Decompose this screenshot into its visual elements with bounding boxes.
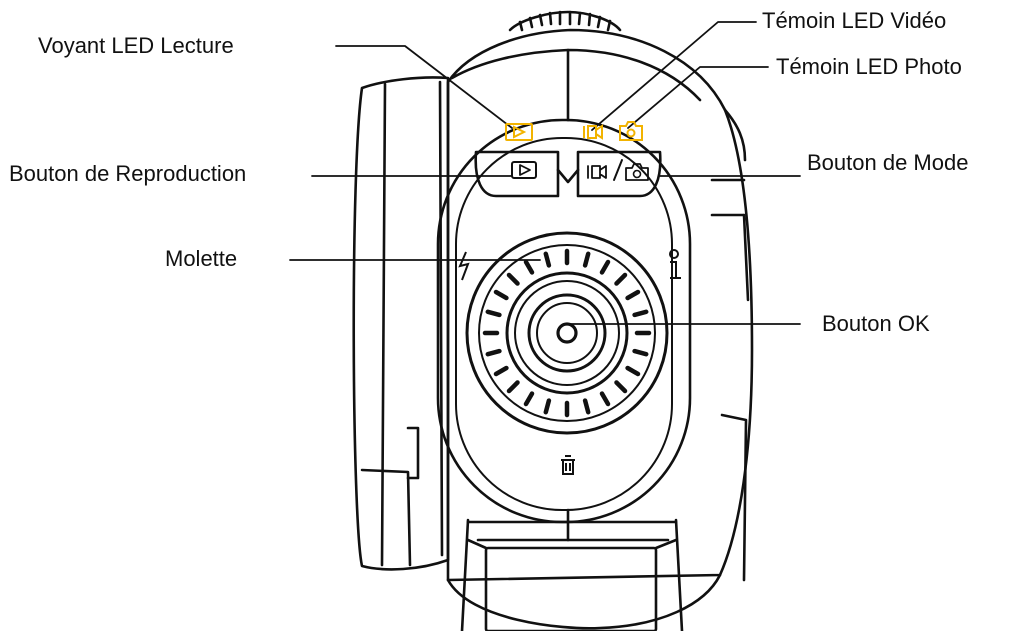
top-wheel — [508, 10, 622, 32]
dial-ring-outer — [465, 231, 669, 435]
camera-icon — [619, 121, 643, 141]
label-dial: Molette — [165, 246, 238, 271]
mode-button[interactable] — [576, 150, 662, 198]
play-icon — [505, 123, 533, 141]
info-icon — [669, 249, 681, 279]
lcd-panel-edge — [380, 82, 387, 567]
camera-body — [446, 28, 754, 582]
leader-photo-led — [627, 66, 769, 129]
label-playback-led: Voyant LED Lecture — [38, 33, 234, 58]
label-video-led: Témoin LED Vidéo — [762, 8, 947, 33]
flash-icon — [458, 251, 470, 281]
dial-ticks — [482, 248, 652, 418]
label-mode-button: Bouton de Mode — [807, 150, 969, 175]
video-camera-icon — [583, 124, 603, 140]
ok-button[interactable] — [527, 293, 607, 373]
leader-video-led — [591, 21, 757, 131]
label-photo-led: Témoin LED Photo — [776, 54, 962, 79]
lcd-panel — [352, 76, 450, 571]
trash-icon — [561, 455, 575, 475]
label-ok-button: Bouton OK — [822, 311, 930, 336]
leader-playback-led — [335, 45, 513, 129]
camera-stand — [460, 518, 684, 631]
playback-button[interactable] — [474, 150, 560, 198]
label-playback-button: Bouton de Reproduction — [9, 161, 247, 186]
